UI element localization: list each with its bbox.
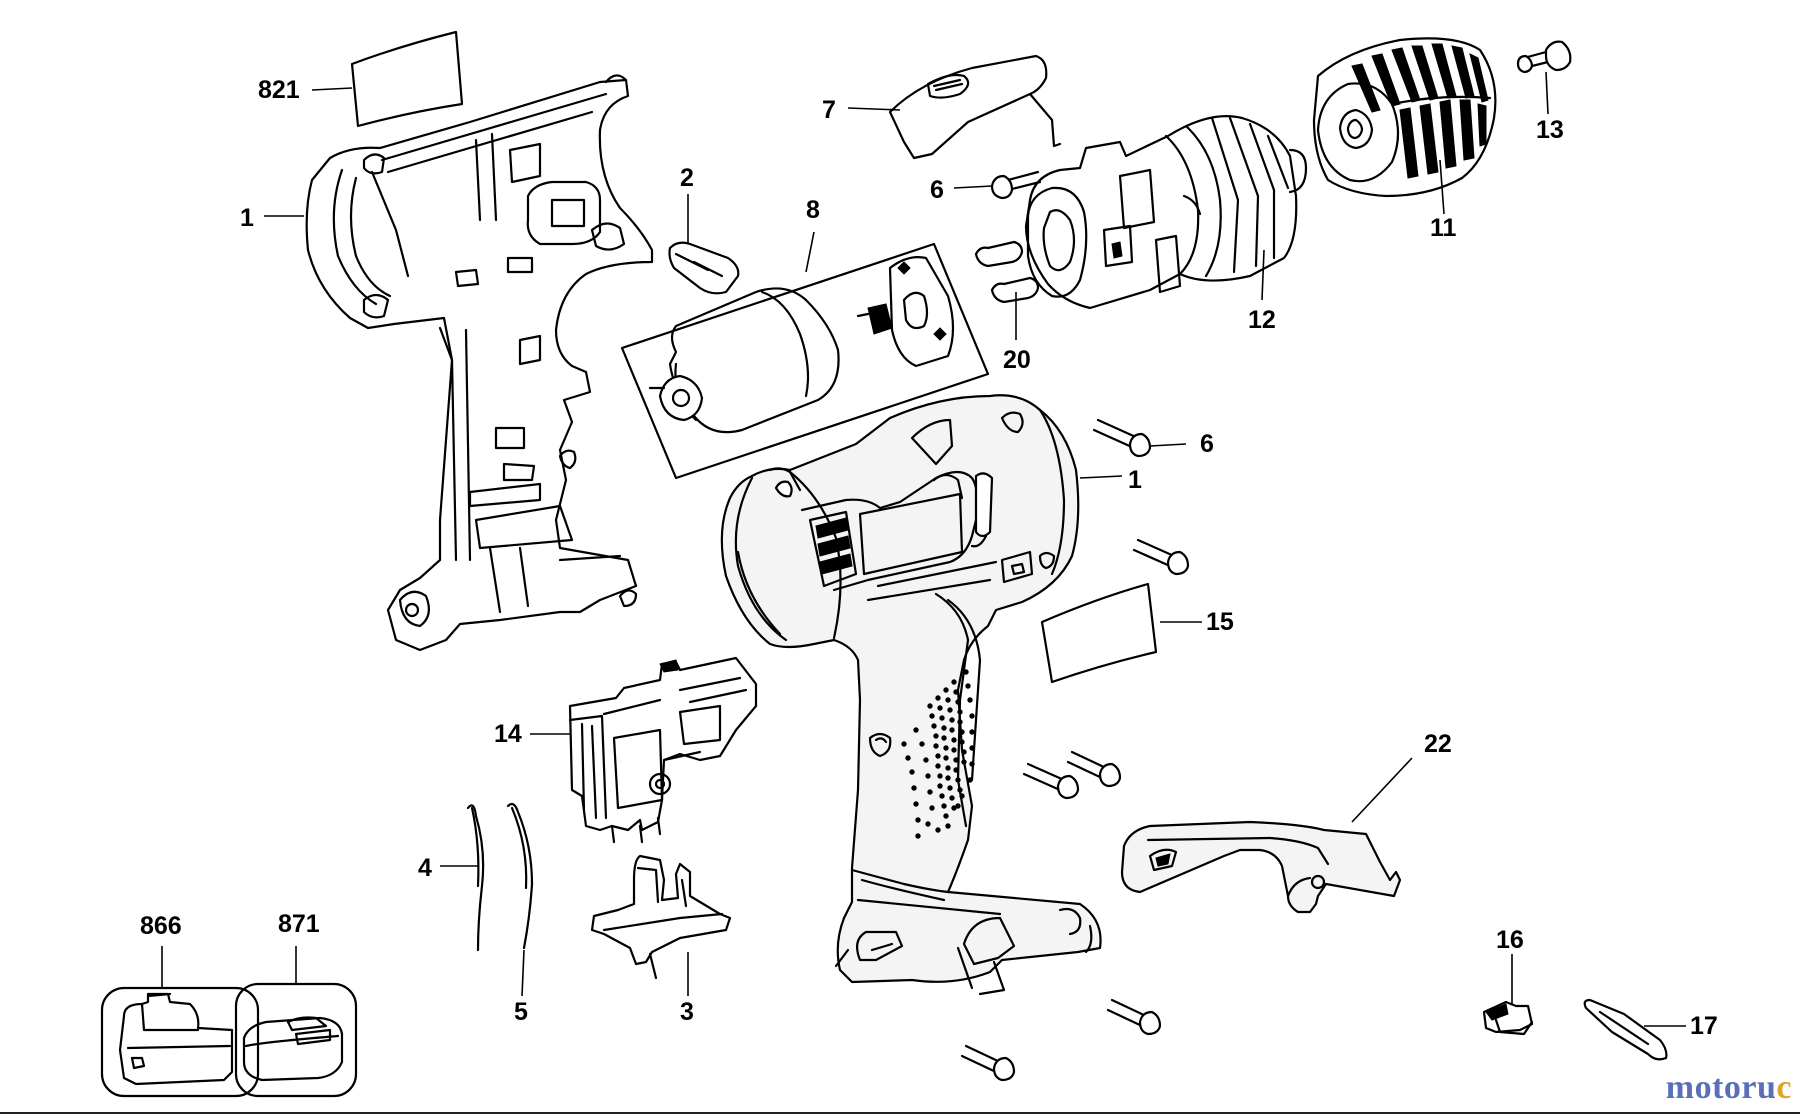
label-2: 2	[680, 164, 694, 192]
part-6-screws-lower[interactable]	[960, 418, 1190, 1082]
part-6-screw-upper[interactable]	[990, 170, 1042, 200]
label-821: 821	[258, 76, 300, 104]
label-17: 17	[1690, 1012, 1718, 1040]
watermark-logo: motoruc	[1666, 1069, 1792, 1107]
part-866-battery-pack[interactable]	[100, 986, 260, 1098]
part-17-bit[interactable]	[1583, 998, 1668, 1061]
part-13-chuck-screw[interactable]	[1516, 40, 1572, 74]
label-6-lower: 6	[1200, 430, 1214, 458]
label-15: 15	[1206, 608, 1234, 636]
part-16-clip[interactable]	[1482, 1000, 1534, 1036]
label-6-upper: 6	[930, 176, 944, 204]
part-871-charger[interactable]	[234, 982, 358, 1098]
part-15-label[interactable]	[1040, 582, 1158, 684]
part-11-chuck[interactable]	[1312, 37, 1497, 198]
label-866: 866	[140, 912, 182, 940]
part-5-wire[interactable]	[506, 802, 534, 950]
part-821-label-sticker[interactable]	[350, 30, 464, 128]
label-5: 5	[514, 998, 528, 1026]
label-4: 4	[418, 854, 432, 882]
part-1-right-housing[interactable]	[720, 394, 1102, 996]
label-13: 13	[1536, 116, 1564, 144]
watermark-text-main: motoru	[1665, 1069, 1777, 1106]
part-14-switch[interactable]	[568, 656, 758, 844]
label-12: 12	[1248, 306, 1276, 334]
label-22: 22	[1424, 730, 1452, 758]
label-1-left: 1	[240, 204, 254, 232]
part-7-speed-selector[interactable]	[888, 54, 1062, 160]
grip-dot-texture	[901, 669, 975, 839]
part-4-wire[interactable]	[466, 804, 485, 952]
part-22-belt-clip[interactable]	[1120, 820, 1402, 914]
label-7: 7	[822, 96, 836, 124]
watermark-text-accent: c	[1776, 1069, 1792, 1106]
part-12-gearbox[interactable]	[1024, 115, 1308, 310]
label-871: 871	[278, 910, 320, 938]
part-1-left-housing[interactable]	[305, 74, 654, 652]
label-11: 11	[1430, 214, 1457, 242]
part-number-labels: 821 1 2 8 7 6 20 12 11 13 6 1 15 14 22 4…	[140, 76, 1718, 1040]
label-1-right: 1	[1128, 466, 1142, 494]
part-3-terminal-block[interactable]	[590, 854, 732, 980]
bottom-border-line	[0, 1112, 1800, 1114]
part-20-screws[interactable]	[974, 240, 1040, 304]
label-8: 8	[806, 196, 820, 224]
label-14: 14	[494, 720, 522, 748]
label-16: 16	[1496, 926, 1524, 954]
label-3: 3	[680, 998, 694, 1026]
leader-lines	[161, 71, 1686, 1027]
label-20: 20	[1003, 346, 1031, 374]
part-2-clip[interactable]	[668, 241, 740, 295]
part-8-motor-assembly[interactable]	[620, 242, 990, 480]
